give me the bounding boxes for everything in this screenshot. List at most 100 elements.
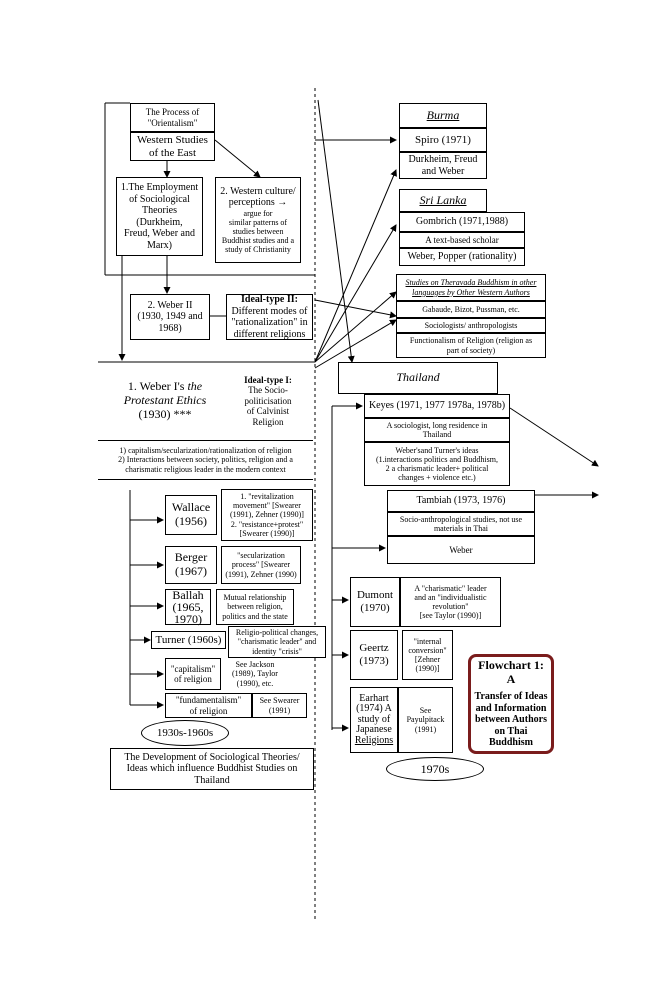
earhart-religions: Religions	[354, 734, 394, 746]
western-studies-box: Western Studies of the East	[130, 132, 215, 161]
thailand-label: Thailand	[396, 370, 440, 385]
gabaude-box: Gabaude, Bizot, Pussman, etc.	[396, 301, 546, 318]
durkheim-label: Durkheim, Freud and Weber	[408, 154, 478, 177]
western-studies-label: Western Studies of the East	[137, 133, 208, 159]
ideal2-box: Ideal-type II: Different modes of "ratio…	[226, 294, 313, 340]
fundamentalism-label: "fundamentalism" of religion	[175, 695, 242, 716]
gabaude-label: Gabaude, Bizot, Pussman, etc.	[422, 304, 520, 314]
weber-box: Weber	[387, 536, 535, 564]
keyes-ideas: Weber'sand Turner's ideas (1.interaction…	[364, 442, 510, 486]
weber1-title: the Protestant Ethics	[123, 379, 207, 408]
orientalism-label: The Process of "Orientalism"	[145, 107, 200, 128]
dumont-note-text: A "charismatic" leader and an "individua…	[414, 583, 487, 621]
turner-label: Turner (1960s)	[155, 633, 222, 646]
earhart-see-text: See Payulpitack (1991)	[406, 706, 445, 734]
berger-label: Berger (1967)	[174, 550, 208, 578]
arrow-line	[314, 291, 397, 363]
functionalism-label: Functionalism of Religion (religion as p…	[409, 336, 533, 355]
burma-heading: Burma	[399, 103, 487, 128]
functionalism-box: Functionalism of Religion (religion as p…	[396, 333, 546, 358]
capitalism-see: See Jackson (1989), Taylor (1990), etc.	[221, 658, 289, 690]
tambiah-note: Socio-anthropological studies, not use m…	[387, 512, 535, 536]
keyes-note: A sociologist, long residence in Thailan…	[364, 418, 510, 442]
weber1-block: 1. Weber I's the Protestant Ethics (1930…	[100, 372, 230, 430]
capitalism-religion-box: "capitalism" of religion	[165, 658, 221, 690]
ideal1-title: Ideal-type I:	[244, 375, 292, 386]
employment-box: 1.The Employment of Sociological Theorie…	[116, 177, 203, 256]
capitalism-see-text: See Jackson (1989), Taylor (1990), etc.	[232, 660, 278, 688]
western-culture-sub: argue for similar patterns of studies be…	[221, 208, 295, 255]
orientalism-box: The Process of "Orientalism"	[130, 103, 215, 132]
gombrich-label: Gombrich (1971,1988)	[415, 216, 509, 228]
tambiah-note-text: Socio-anthropological studies, not use m…	[399, 514, 523, 533]
turner-note-text: Religio-political changes, "charismatic …	[235, 628, 319, 656]
wallace-note-text: 1. "revitalization movement" [Swearer (1…	[230, 492, 304, 538]
footer-label: The Development of Sociological Theories…	[124, 751, 300, 786]
arrow-line	[509, 407, 599, 467]
ballah-note-text: Mutual relationship between religion, po…	[222, 593, 288, 621]
popper-label: Weber, Popper (rationality)	[407, 251, 517, 263]
period-1970s-label: 1970s	[420, 761, 450, 776]
ideal1-body: The Socio- politicisation of Calvinist R…	[244, 385, 292, 427]
textbased-label: A text-based scholar	[425, 234, 499, 245]
earhart-label: Earhart (1974) A study of Japanese	[356, 692, 392, 736]
dumont-label: Dumont (1970)	[356, 589, 394, 614]
spiro-box: Spiro (1971)	[399, 128, 487, 152]
weber2-label: 2. Weber II (1930, 1949 and 1968)	[137, 299, 203, 334]
fundamentalism-see: See Swearer (1991)	[252, 693, 307, 718]
berger-box: Berger (1967)	[165, 546, 217, 584]
period-1930s-label: 1930s-1960s	[156, 727, 214, 739]
burma-label: Burma	[426, 107, 460, 122]
sociologists-box: Sociologists/ anthropologists	[396, 318, 546, 333]
period-oval-1930s: 1930s-1960s	[141, 720, 229, 746]
capitalism-note-text: 1) capitalism/secularization/rationaliza…	[118, 446, 293, 474]
arrow-line	[314, 224, 397, 363]
gombrich-box: Gombrich (1971,1988)	[399, 212, 525, 232]
flowchart-title: Flowchart 1: A	[478, 658, 544, 687]
weber1-prefix: 1. Weber I's	[127, 379, 188, 394]
tambiah-box: Tambiah (1973, 1976)	[387, 490, 535, 512]
weber1-year: (1930) ***	[138, 406, 192, 421]
tambiah-label: Tambiah (1973, 1976)	[416, 495, 506, 507]
studies-heading: Studies on Theravada Buddhism in other l…	[396, 274, 546, 301]
keyes-note-text: A sociologist, long residence in Thailan…	[386, 420, 488, 439]
ideal1-block: Ideal-type I: The Socio- politicisation …	[230, 375, 306, 427]
arrow-line	[314, 169, 397, 363]
flowchart-title-box: Flowchart 1: A Transfer of Ideas and Inf…	[468, 654, 554, 754]
arrow-line	[314, 319, 397, 369]
arrow-line	[214, 139, 261, 178]
studies-label: Studies on Theravada Buddhism in other l…	[405, 278, 537, 297]
western-culture-label: 2. Western culture/ perceptions →	[220, 185, 296, 209]
wallace-box: Wallace (1956)	[165, 495, 217, 535]
ideal2-title: Ideal-type II:	[241, 294, 298, 305]
keyes-label: Keyes (1971, 1977 1978a, 1978b)	[368, 400, 506, 412]
ballah-box: Ballah (1965, 1970)	[165, 589, 211, 625]
thailand-heading: Thailand	[338, 362, 498, 394]
geertz-label: Geertz (1973)	[359, 642, 389, 667]
spiro-label: Spiro (1971)	[415, 133, 471, 146]
weber-label: Weber	[449, 544, 473, 555]
berger-note: "secularization process" [Swearer (1991)…	[221, 546, 301, 584]
earhart-box: Earhart (1974) A study of Japanese Relig…	[350, 687, 398, 753]
dumont-note: A "charismatic" leader and an "individua…	[400, 577, 501, 627]
fundamentalism-see-text: See Swearer (1991)	[259, 696, 300, 715]
arrow-line	[317, 99, 355, 363]
geertz-box: Geertz (1973)	[350, 630, 398, 680]
berger-note-text: "secularization process" [Swearer (1991)…	[225, 551, 297, 579]
geertz-note: "internal conversion" [Zehner (1990)]	[402, 630, 453, 680]
sociologists-label: Sociologists/ anthropologists	[424, 320, 518, 330]
fundamentalism-box: "fundamentalism" of religion	[165, 693, 252, 718]
wallace-label: Wallace (1956)	[171, 500, 211, 528]
popper-box: Weber, Popper (rationality)	[399, 248, 525, 266]
capitalism-religion-label: "capitalism" of religion	[170, 663, 216, 684]
employment-label: 1.The Employment of Sociological Theorie…	[120, 182, 199, 251]
srilanka-heading: Sri Lanka	[399, 189, 487, 212]
ideal2-body: Different modes of "rationalization" in …	[231, 305, 308, 340]
ballah-label: Ballah (1965, 1970)	[172, 588, 204, 626]
keyes-box: Keyes (1971, 1977 1978a, 1978b)	[364, 394, 510, 418]
arrow-line	[314, 299, 397, 319]
dumont-box: Dumont (1970)	[350, 577, 400, 627]
srilanka-label: Sri Lanka	[419, 192, 467, 207]
